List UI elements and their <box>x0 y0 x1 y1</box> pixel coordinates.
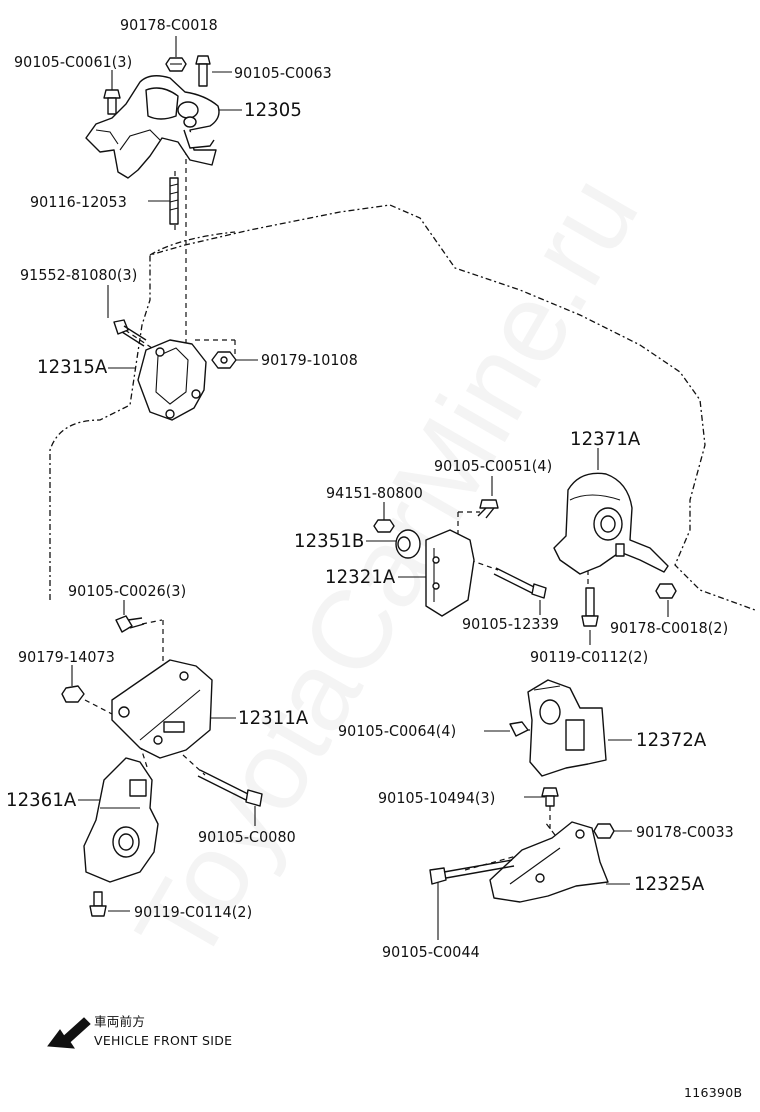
bolt-90119-c0114 <box>89 891 107 917</box>
label-90105-c0026: 90105-C0026(3) <box>68 582 187 600</box>
mount-12371a <box>553 472 669 575</box>
bracket-12311a <box>111 659 213 759</box>
label-90105-c0044: 90105-C0044 <box>382 943 480 961</box>
label-12372a: 12372A <box>636 729 707 751</box>
bolt-90105-c0080 <box>197 769 263 807</box>
nut-90179-14073 <box>61 685 85 703</box>
nut-90178-c0018-right <box>655 583 677 599</box>
label-12315a: 12315A <box>37 356 108 378</box>
label-90179-14073: 90179-14073 <box>18 648 115 666</box>
align-line-12339 <box>469 559 499 571</box>
label-12371a: 12371A <box>570 428 641 450</box>
label-90105-12339: 90105-12339 <box>462 615 559 633</box>
align-line-91552 <box>124 329 159 353</box>
diagram-id: 116390B <box>684 1085 743 1100</box>
align-line-c0026-a <box>141 619 163 625</box>
align-line-12325 <box>544 821 556 836</box>
bracket-12321a <box>425 529 475 617</box>
nut-90179-10108 <box>211 351 237 369</box>
label-90178-c0033: 90178-C0033 <box>636 823 734 841</box>
bracket-12315a <box>137 339 207 421</box>
label-90105-c0061: 90105-C0061(3) <box>14 53 133 71</box>
bolt-90105-c0026 <box>115 615 145 633</box>
bolt-90105-c0051 <box>477 499 499 519</box>
bushing-12351b <box>395 529 421 559</box>
label-12325a: 12325A <box>634 873 705 895</box>
label-12305: 12305 <box>244 99 302 121</box>
label-90105-c0064: 90105-C0064(4) <box>338 722 457 740</box>
label-12361a: 12361A <box>6 789 77 811</box>
label-90105-c0080: 90105-C0080 <box>198 828 296 846</box>
bracket-12325a <box>489 821 609 903</box>
label-90105-c0063: 90105-C0063 <box>234 64 332 82</box>
front-label-english: VEHICLE FRONT SIDE <box>94 1033 233 1048</box>
engine-outline-front <box>149 231 236 256</box>
label-90105-c0051: 90105-C0051(4) <box>434 457 553 475</box>
stud-90116-12053 <box>169 177 179 225</box>
label-12321a: 12321A <box>325 566 396 588</box>
mount-12361a <box>83 757 159 883</box>
bolt-90105-10494 <box>541 787 559 807</box>
bolt-90119-c0112 <box>581 587 599 627</box>
label-90178-c0018-2: 90178-C0018(2) <box>610 619 729 637</box>
label-90105-10494: 90105-10494(3) <box>378 789 496 807</box>
label-90178-c0018-top: 90178-C0018 <box>120 16 218 34</box>
align-line-c0044 <box>464 854 521 871</box>
engine-outline <box>49 204 756 611</box>
nut-94151-80800 <box>373 519 395 533</box>
label-90179-10108: 90179-10108 <box>261 351 358 369</box>
nut-90178-c0033 <box>593 823 615 839</box>
align-line-c0080 <box>182 754 206 776</box>
mount-12305 <box>85 75 220 179</box>
label-90119-c0114: 90119-C0114(2) <box>134 903 253 921</box>
bolt-90105-c0044 <box>429 859 515 885</box>
bolt-90105-c0061 <box>103 89 121 115</box>
bolt-90105-c0063 <box>195 55 211 87</box>
label-12311a: 12311A <box>238 707 309 729</box>
mount-12372a <box>527 679 607 777</box>
arrow-icon <box>47 1017 91 1049</box>
label-90119-c0112: 90119-C0112(2) <box>530 648 649 666</box>
label-94151-80800: 94151-80800 <box>326 484 423 502</box>
align-line-14073 <box>84 699 113 715</box>
bolt-90105-c0064 <box>509 721 529 737</box>
bolt-91552-81080 <box>113 319 147 347</box>
bolt-90105-12339 <box>493 567 547 599</box>
label-12351b: 12351B <box>294 530 365 552</box>
front-label-japanese: 車両前方 <box>94 1014 146 1029</box>
nut-90178-c0018-top <box>165 57 187 72</box>
label-91552-81080: 91552-81080(3) <box>20 266 138 284</box>
label-90116-12053: 90116-12053 <box>30 193 127 211</box>
